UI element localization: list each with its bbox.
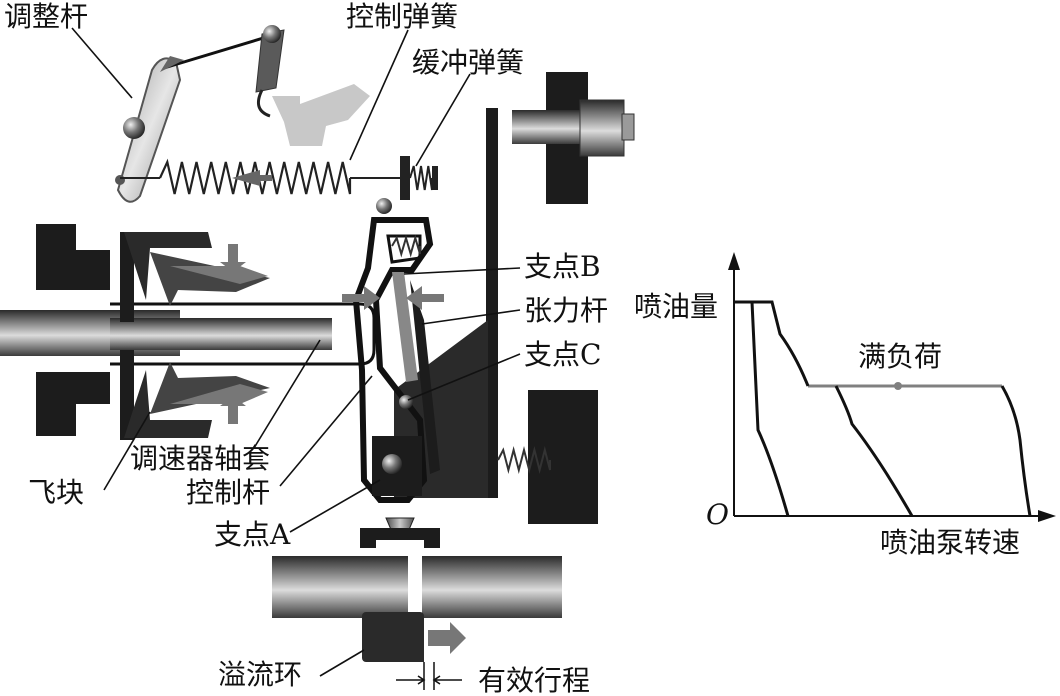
flyweights bbox=[124, 232, 270, 438]
x-axis-arrow bbox=[1038, 510, 1056, 522]
label-adjust-lever: 调整杆 bbox=[4, 0, 88, 33]
curve-2 bbox=[834, 385, 914, 517]
curve-label: 满负荷 bbox=[858, 340, 942, 373]
injection-graph: 喷油量 满负荷 O 喷油泵转速 bbox=[634, 252, 1056, 559]
pin-ball bbox=[376, 198, 392, 214]
label-flyweight: 飞块 bbox=[28, 476, 84, 509]
full-load-marker bbox=[894, 382, 902, 390]
label-tension-lever: 张力杆 bbox=[524, 294, 608, 327]
origin-label: O bbox=[706, 498, 729, 531]
leader-lines bbox=[71, 27, 521, 677]
x-axis-label: 喷油泵转速 bbox=[880, 526, 1020, 559]
y-axis-arrow bbox=[728, 252, 740, 270]
control-spring bbox=[120, 158, 408, 195]
levers bbox=[342, 217, 444, 503]
curve-3 bbox=[1000, 385, 1032, 517]
label-fulcrum-c: 支点C bbox=[524, 338, 601, 371]
label-spill-ring: 溢流环 bbox=[218, 658, 302, 691]
adjust-lever bbox=[115, 34, 271, 203]
throttle-linkage bbox=[255, 25, 370, 146]
label-fulcrum-a: 支点A bbox=[214, 518, 291, 551]
curve-top bbox=[752, 300, 810, 387]
buffer-spring bbox=[400, 156, 438, 200]
curve-1 bbox=[734, 300, 790, 517]
label-effective-stroke: 有效行程 bbox=[478, 664, 590, 696]
label-fulcrum-b: 支点B bbox=[524, 250, 601, 283]
label-control-lever: 控制杆 bbox=[186, 476, 270, 509]
label-governor-sleeve: 调速器轴套 bbox=[130, 442, 270, 475]
label-buffer-spring: 缓冲弹簧 bbox=[412, 46, 524, 79]
spill-ring-assembly bbox=[272, 517, 562, 690]
y-axis-label: 喷油量 bbox=[634, 290, 718, 323]
label-control-spring: 控制弹簧 bbox=[346, 0, 458, 33]
governor-housing bbox=[0, 224, 376, 440]
